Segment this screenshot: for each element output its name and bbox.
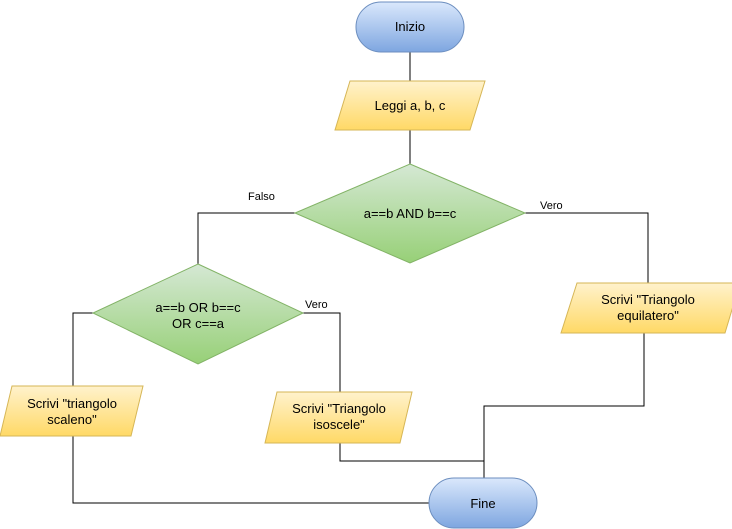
output-scalene-label-line2: scaleno" [47, 412, 97, 427]
edge-decision2-false [72, 312, 93, 386]
connectors [72, 52, 649, 504]
output-scalene-label-line1: Scrivi "triangolo [27, 396, 117, 411]
decision-equilateral: a==b AND b==c [293, 163, 527, 264]
decision-isosceles-label-line2: OR c==a [172, 316, 225, 331]
edge-scalene-to-end [72, 436, 429, 504]
start-terminal: Inizio [355, 1, 465, 53]
output-equilateral-label-line2: equilatero" [617, 308, 679, 323]
edge-decision-true [525, 212, 649, 283]
edge-decision2-true [303, 312, 341, 392]
output-scalene-node: Scrivi "triangolo scaleno" [0, 385, 144, 437]
edge-decision-false [197, 212, 295, 264]
decision-isosceles-label-line1: a==b OR b==c [155, 300, 241, 315]
edge-equilateral-to-end [483, 333, 645, 478]
decision-equilateral-label: a==b AND b==c [364, 206, 457, 221]
output-isosceles-label-line2: isoscele" [313, 417, 365, 432]
output-isosceles-label-line1: Scrivi "Triangolo [292, 401, 386, 416]
output-equilateral-node: Scrivi "Triangolo equilatero" [560, 282, 732, 334]
edge-label-vero-2: Vero [305, 299, 328, 311]
read-input-node: Leggi a, b, c [334, 80, 486, 131]
end-terminal: Fine [428, 477, 538, 529]
read-input-label: Leggi a, b, c [375, 98, 446, 113]
output-isosceles-node: Scrivi "Triangolo isoscele" [264, 391, 413, 444]
edge-isosceles-to-end [339, 443, 484, 462]
start-label: Inizio [395, 19, 425, 34]
end-label: Fine [470, 496, 495, 511]
output-equilateral-label-line1: Scrivi "Triangolo [601, 292, 695, 307]
edge-label-falso: Falso [248, 191, 275, 203]
decision-isosceles: a==b OR b==c OR c==a [91, 263, 305, 365]
edge-label-vero-1: Vero [540, 200, 563, 212]
